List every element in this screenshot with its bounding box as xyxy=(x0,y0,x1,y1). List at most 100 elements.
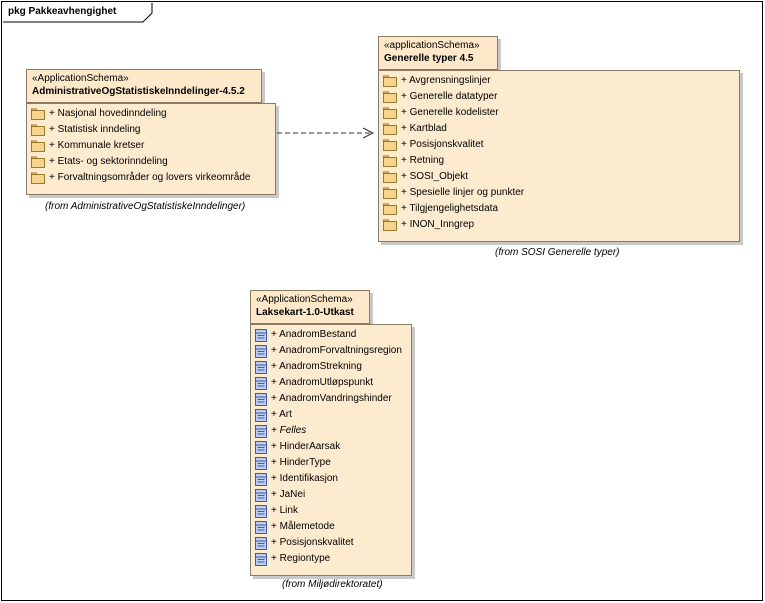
member-label: + Generelle datatyper xyxy=(401,91,498,102)
class-member-item[interactable]: + JaNei xyxy=(251,487,411,503)
folder-icon xyxy=(383,91,397,103)
package-stereotype: «applicationSchema» xyxy=(384,40,480,51)
member-label: + Regiontype xyxy=(271,553,331,564)
package-member-item[interactable]: + Nasjonal hovedinndeling xyxy=(27,106,275,122)
package-body: + Avgrensningslinjer + Generelle datatype… xyxy=(378,70,740,242)
package-member-item[interactable]: + Statistisk inndeling xyxy=(27,122,275,138)
package-name: AdministrativeOgStatistiskeInndelinger-4… xyxy=(32,86,245,97)
package-member-item[interactable]: + Kommunale kretser xyxy=(27,138,275,154)
member-label: + Kartblad xyxy=(401,123,447,134)
folder-icon xyxy=(383,171,397,183)
package-member-item[interactable]: + Spesielle linjer og punkter xyxy=(379,185,739,201)
folder-icon xyxy=(383,203,397,215)
member-label: + AnadromBestand xyxy=(271,329,357,340)
member-label: + Etats- og sektorinndeling xyxy=(49,156,168,167)
member-label: + HinderType xyxy=(271,457,331,468)
class-icon xyxy=(255,488,267,502)
member-label: + Retning xyxy=(401,155,445,166)
package-member-item[interactable]: + Tilgjengelighetsdata xyxy=(379,201,739,217)
member-label: + Generelle kodelister xyxy=(401,107,499,118)
member-label: + Art xyxy=(271,409,292,420)
member-label: + Målemetode xyxy=(271,521,335,532)
frame-title: pkg Pakkeavhengighet xyxy=(8,6,117,17)
package-member-item[interactable]: + Etats- og sektorinndeling xyxy=(27,154,275,170)
class-icon xyxy=(255,536,267,550)
class-member-item[interactable]: + AnadromBestand xyxy=(251,327,411,343)
package-member-item[interactable]: + Generelle datatyper xyxy=(379,89,739,105)
member-label: + Forvaltningsområder og lovers virkeomr… xyxy=(49,172,251,183)
folder-icon xyxy=(383,107,397,119)
member-label: + INON_Inngrep xyxy=(401,219,475,230)
class-member-item[interactable]: + Posisjonskvalitet xyxy=(251,535,411,551)
member-label: + Statistisk inndeling xyxy=(49,124,141,135)
class-member-item[interactable]: + HinderType xyxy=(251,455,411,471)
package-from-label: (from SOSI Generelle typer) xyxy=(495,247,620,258)
package-stereotype: «ApplicationSchema» xyxy=(256,294,353,305)
class-member-item[interactable]: + AnadromVandringshinder xyxy=(251,391,411,407)
class-member-item[interactable]: + AnadromForvaltningsregion xyxy=(251,343,411,359)
class-member-item[interactable]: + Felles xyxy=(251,423,411,439)
folder-icon xyxy=(31,156,45,168)
class-member-item[interactable]: + Identifikasjon xyxy=(251,471,411,487)
package-body: + Nasjonal hovedinndeling + Statistisk in… xyxy=(26,103,276,195)
class-icon xyxy=(255,344,267,358)
class-icon xyxy=(255,408,267,422)
package-member-item[interactable]: + INON_Inngrep xyxy=(379,217,739,233)
package-name: Generelle typer 4.5 xyxy=(384,53,474,64)
package-member-item[interactable]: + Avgrensningslinjer xyxy=(379,73,739,89)
member-label: + Nasjonal hovedinndeling xyxy=(49,108,167,119)
folder-icon xyxy=(31,140,45,152)
member-label: + Kommunale kretser xyxy=(49,140,145,151)
package-tab: «applicationSchema» Generelle typer 4.5 xyxy=(378,36,498,70)
folder-icon xyxy=(383,123,397,135)
class-icon xyxy=(255,440,267,454)
member-label: + AnadromForvaltningsregion xyxy=(271,345,402,356)
class-member-item[interactable]: + HinderAarsak xyxy=(251,439,411,455)
package-tab: «ApplicationSchema» Laksekart-1.0-Utkast xyxy=(250,290,370,324)
package-tab: «ApplicationSchema» AdministrativeOgStat… xyxy=(26,69,262,103)
package-member-item[interactable]: + SOSI_Objekt xyxy=(379,169,739,185)
folder-icon xyxy=(31,172,45,184)
member-label: + Felles xyxy=(271,425,307,436)
class-icon xyxy=(255,392,267,406)
package-from-label: (from Miljødirektoratet) xyxy=(282,579,383,590)
package-member-item[interactable]: + Forvaltningsområder og lovers virkeomr… xyxy=(27,170,275,186)
package-member-item[interactable]: + Posisjonskvalitet xyxy=(379,137,739,153)
member-label: + Tilgjengelighetsdata xyxy=(401,203,499,214)
package-member-item[interactable]: + Retning xyxy=(379,153,739,169)
folder-icon xyxy=(31,124,45,136)
package-member-item[interactable]: + Kartblad xyxy=(379,121,739,137)
member-label: + JaNei xyxy=(271,489,306,500)
member-label: + AnadromUtløpspunkt xyxy=(271,377,373,388)
class-icon xyxy=(255,376,267,390)
member-label: + Posisjonskvalitet xyxy=(401,139,484,150)
package-member-item[interactable]: + Generelle kodelister xyxy=(379,105,739,121)
member-label: + AnadromVandringshinder xyxy=(271,393,392,404)
class-icon xyxy=(255,504,267,518)
package-stereotype: «ApplicationSchema» xyxy=(32,73,129,84)
class-icon xyxy=(255,456,267,470)
folder-icon xyxy=(383,139,397,151)
class-icon xyxy=(255,328,267,342)
class-icon xyxy=(255,360,267,374)
member-label: + AnadromStrekning xyxy=(271,361,362,372)
class-member-item[interactable]: + AnadromStrekning xyxy=(251,359,411,375)
folder-icon xyxy=(383,187,397,199)
class-icon xyxy=(255,424,267,438)
class-member-item[interactable]: + Målemetode xyxy=(251,519,411,535)
member-label: + Posisjonskvalitet xyxy=(271,537,354,548)
class-member-item[interactable]: + Regiontype xyxy=(251,551,411,567)
class-member-item[interactable]: + AnadromUtløpspunkt xyxy=(251,375,411,391)
member-label: + Identifikasjon xyxy=(271,473,338,484)
member-label: + SOSI_Objekt xyxy=(401,171,468,182)
class-member-item[interactable]: + Link xyxy=(251,503,411,519)
folder-icon xyxy=(31,108,45,120)
folder-icon xyxy=(383,219,397,231)
folder-icon xyxy=(383,75,397,87)
member-label: + HinderAarsak xyxy=(271,441,341,452)
member-label: + Link xyxy=(271,505,298,516)
class-member-item[interactable]: + Art xyxy=(251,407,411,423)
package-name: Laksekart-1.0-Utkast xyxy=(256,307,354,318)
class-icon xyxy=(255,472,267,486)
